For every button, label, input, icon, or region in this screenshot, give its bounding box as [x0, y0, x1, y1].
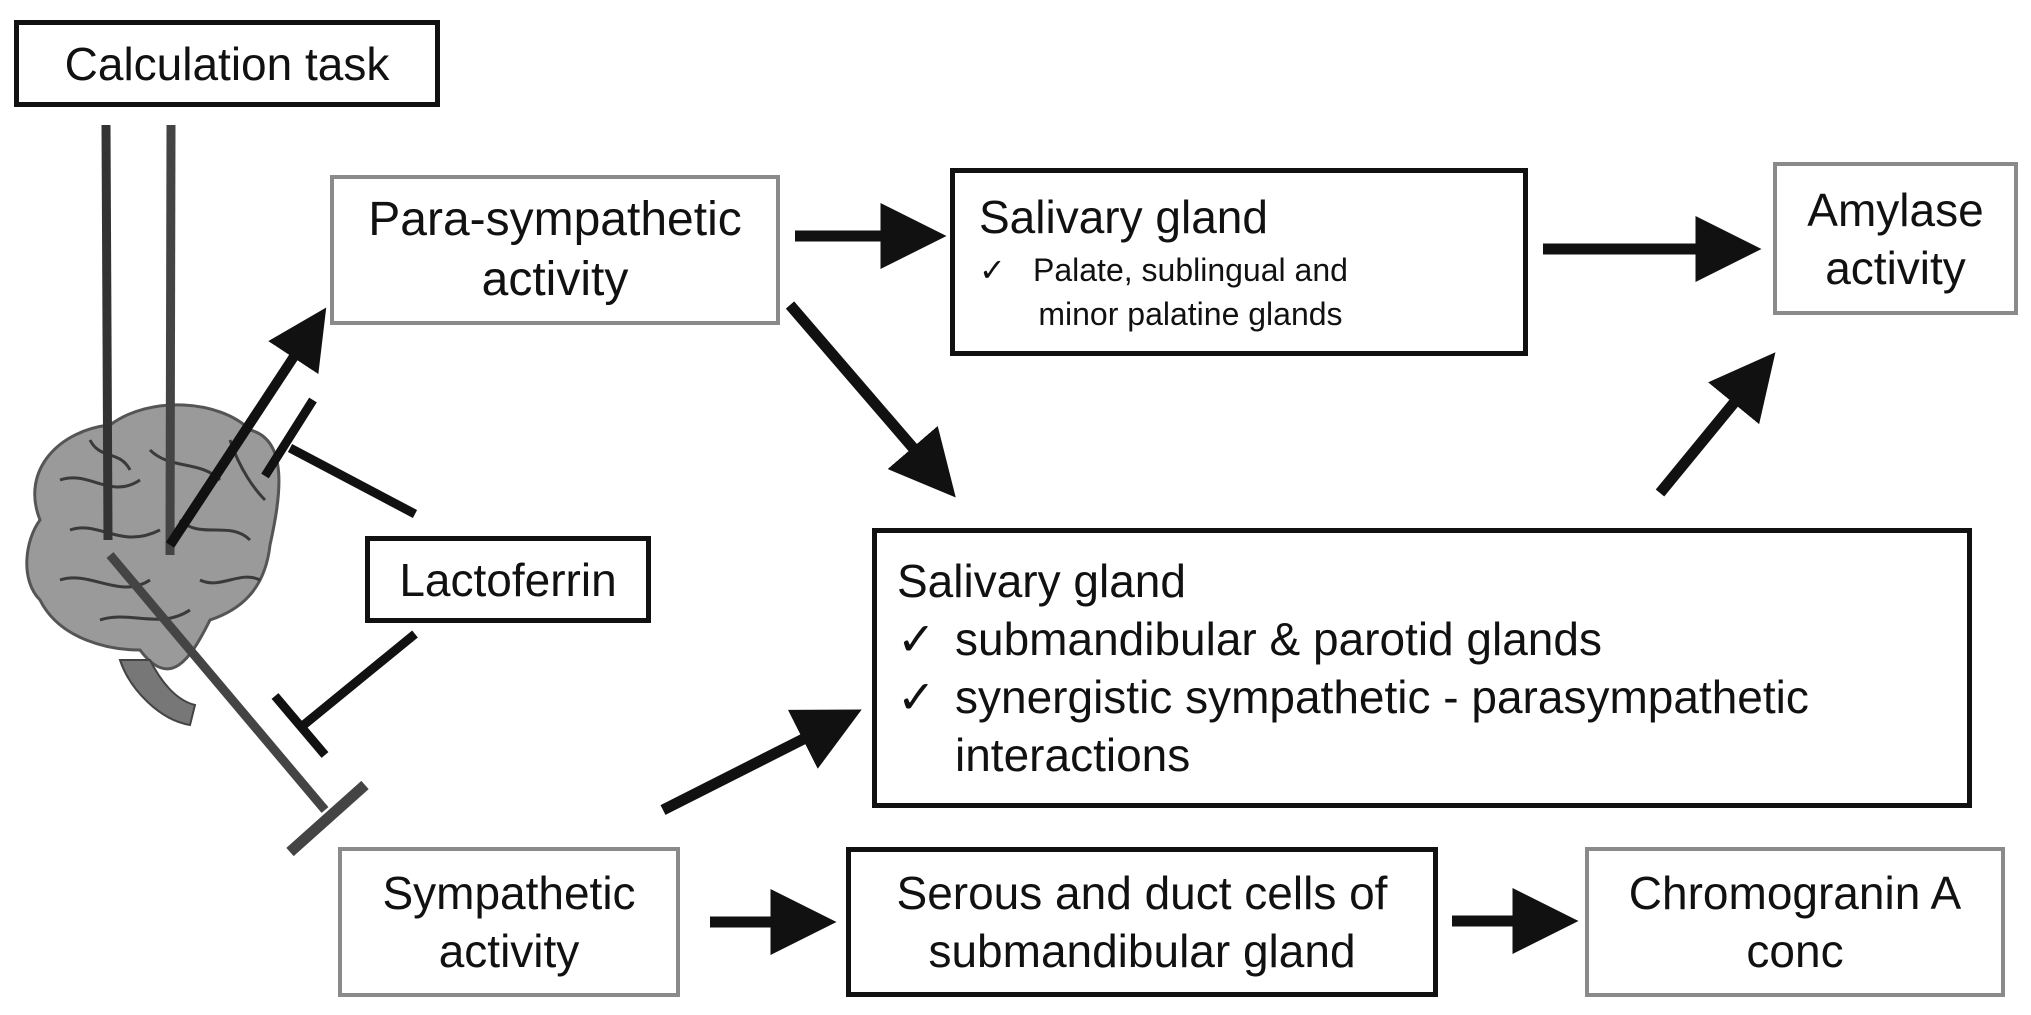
salivary-gland-minor-item1: Palate, sublingual and: [1033, 252, 1348, 288]
calc-line-right: [165, 124, 176, 556]
serous-line1: Serous and duct cells of: [896, 867, 1388, 919]
inhibit-lacto-to-brain: [271, 630, 418, 758]
salivary-gland-major-item1: submandibular & parotid glands: [955, 613, 1602, 665]
check-icon: ✓: [979, 252, 1006, 288]
parasympathetic-line1: Para-sympathetic: [368, 193, 742, 246]
parasympathetic-box: Para-sympathetic activity: [330, 175, 780, 325]
chromogranin-line2: conc: [1746, 925, 1844, 977]
lactoferrin-box: Lactoferrin: [365, 536, 651, 623]
amylase-box: Amylase activity: [1773, 162, 2018, 315]
salivary-gland-major-item3: interactions: [955, 729, 1191, 781]
salivary-gland-minor-box: Salivary gland ✓ Palate, sublingual and …: [950, 168, 1528, 356]
sympathetic-line1: Sympathetic: [382, 867, 636, 919]
chromogranin-line1: Chromogranin A: [1628, 867, 1962, 919]
salivary-gland-minor-title: Salivary gland: [979, 191, 1268, 243]
arrow-brain-to-para: [165, 307, 327, 548]
arrow-salmajor-to-amylase: [1655, 352, 1776, 497]
amylase-line1: Amylase: [1807, 183, 1984, 236]
check-icon: ✓: [897, 613, 936, 665]
calc-line-left: [101, 124, 113, 541]
serous-duct-cells-box: Serous and duct cells of submandibular g…: [846, 847, 1438, 997]
amylase-line2: activity: [1825, 241, 1966, 294]
parasympathetic-line2: activity: [481, 253, 629, 306]
salivary-gland-major-box: Salivary gland ✓ submandibular & parotid…: [872, 528, 1972, 808]
arrow-para-to-salmajor: [785, 301, 956, 498]
lactoferrin-label: Lactoferrin: [399, 553, 617, 606]
calculation-task-box: Calculation task: [14, 20, 440, 107]
serous-line2: submandibular gland: [928, 925, 1356, 977]
arrow-symp-to-salmajor: [660, 709, 862, 815]
calculation-task-label: Calculation task: [64, 37, 390, 90]
chromogranin-box: Chromogranin A conc: [1585, 847, 2005, 997]
salivary-gland-minor-item2: minor palatine glands: [1038, 296, 1343, 332]
salivary-gland-major-item2: synergistic sympathetic - parasympatheti…: [955, 671, 1809, 723]
check-icon: ✓: [897, 671, 936, 723]
salivary-gland-major-title: Salivary gland: [897, 555, 1186, 607]
sympathetic-line2: activity: [438, 925, 580, 977]
inhibit-lacto-to-para: [261, 397, 418, 518]
inhibit-brain-to-symp: [106, 552, 369, 857]
sympathetic-box: Sympathetic activity: [338, 847, 680, 997]
brain-icon: [25, 403, 281, 727]
